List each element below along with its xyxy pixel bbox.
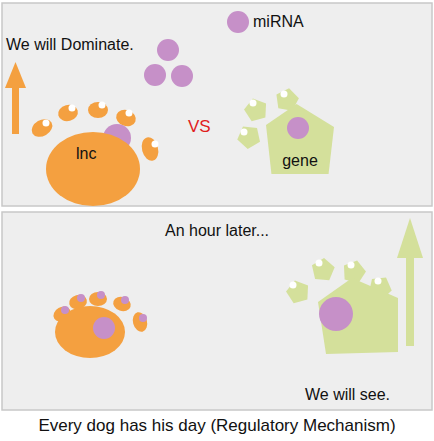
legend-label: miRNA xyxy=(253,13,304,31)
time-note: An hour later... xyxy=(165,222,269,240)
up-arrow xyxy=(397,218,423,346)
lnc-ellipse: lnc xyxy=(46,132,140,206)
versus-text: VS xyxy=(188,117,211,137)
mirna-molecules xyxy=(144,39,193,87)
node-label: gene xyxy=(282,152,318,170)
up-arrow xyxy=(5,62,26,134)
speech-text: We will Dominate. xyxy=(6,36,134,54)
legend-swatch xyxy=(227,11,249,33)
caption: Every dog has his day (Regulatory Mechan… xyxy=(0,416,434,436)
node-label: lnc xyxy=(76,145,96,163)
lnc-bound xyxy=(51,291,150,358)
gene-pentagon: gene xyxy=(266,104,334,174)
node-shape xyxy=(46,132,140,206)
bottom-panel xyxy=(2,212,432,410)
top-panel xyxy=(2,3,432,206)
speech-text: We will see. xyxy=(305,386,390,404)
gene-grown xyxy=(284,257,398,354)
